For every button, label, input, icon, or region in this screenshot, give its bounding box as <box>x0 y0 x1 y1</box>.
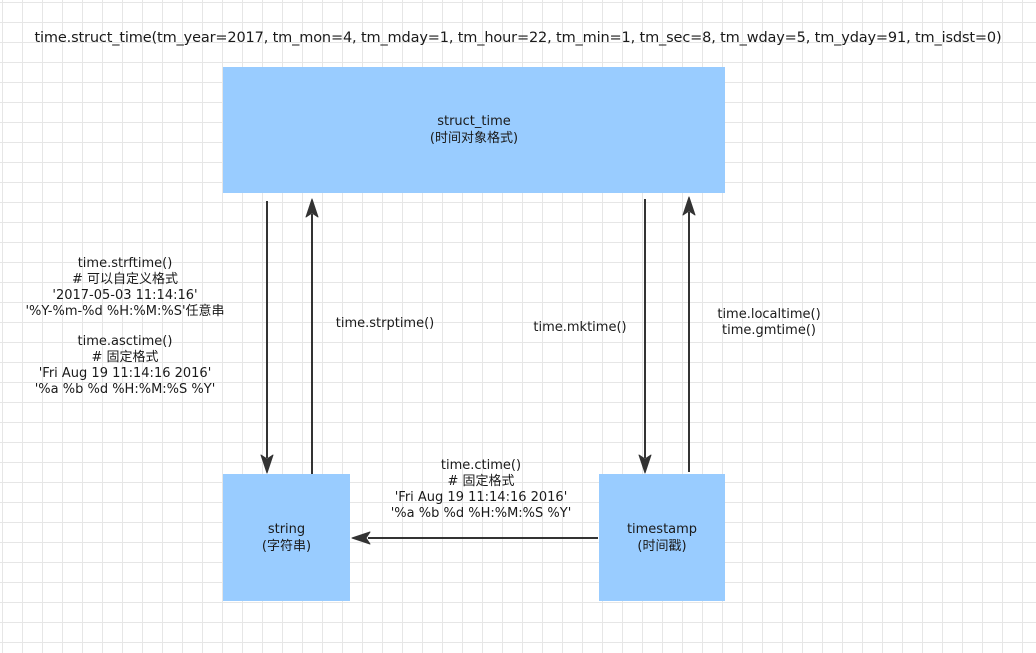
asctime-label-line: '%a %b %d %H:%M:%S %Y' <box>34 382 216 397</box>
mktime-label-text: time.mktime() <box>533 320 627 335</box>
asctime-label-line: time.asctime() <box>77 334 173 349</box>
ctime-label-line: time.ctime() <box>440 458 522 473</box>
strftime-label-line: '2017-05-03 11:14:16' <box>52 288 198 303</box>
struct-time-repr-label: time.struct_time(tm_year=2017, tm_mon=4,… <box>34 30 1002 46</box>
asctime-label-line: # 固定格式 <box>91 350 159 365</box>
timestamp-node[interactable]: timestamp (时间戳) <box>599 474 725 601</box>
ctime-label-line: '%a %b %d %H:%M:%S %Y' <box>390 506 572 521</box>
ctime-label-line: # 固定格式 <box>447 474 515 489</box>
string-node[interactable]: string (字符串) <box>223 474 350 601</box>
string-node-title: string <box>267 521 306 537</box>
localtime-label: time.localtime() time.gmtime() <box>717 307 820 339</box>
strptime-label: time.strptime() <box>336 316 434 332</box>
mktime-arrowhead-icon <box>638 454 652 474</box>
localtime-arrowhead-icon <box>682 196 696 216</box>
strftime-label-line: '%Y-%m-%d %H:%M:%S'任意串 <box>25 304 225 319</box>
asctime-label-line: 'Fri Aug 19 11:14:16 2016' <box>38 366 212 381</box>
struct-time-node-subtitle: (时间对象格式) <box>429 131 519 146</box>
timestamp-node-title: timestamp <box>626 521 698 537</box>
ctime-label: time.ctime() # 固定格式 'Fri Aug 19 11:14:16… <box>391 458 572 522</box>
ctime-arrowhead-icon <box>351 531 371 545</box>
ctime-label-line: 'Fri Aug 19 11:14:16 2016' <box>394 490 568 505</box>
strftime-arrowhead-icon <box>260 454 274 474</box>
localtime-label-line: time.gmtime() <box>722 323 816 338</box>
mktime-label: time.mktime() <box>533 320 626 336</box>
strftime-label-line: # 可以自定义格式 <box>71 272 179 287</box>
strftime-label: time.strftime() # 可以自定义格式 '2017-05-03 11… <box>25 256 224 398</box>
strftime-label-line: time.strftime() <box>77 256 173 271</box>
struct-time-node-title: struct_time <box>437 114 511 129</box>
strptime-label-text: time.strptime() <box>335 316 435 331</box>
string-node-subtitle: (字符串) <box>261 538 312 554</box>
timestamp-node-subtitle: (时间戳) <box>637 538 687 554</box>
strptime-arrowhead-icon <box>305 198 319 218</box>
localtime-label-line: time.localtime() <box>717 307 821 322</box>
struct-time-node[interactable]: struct_time (时间对象格式) <box>223 67 725 193</box>
label-gap <box>25 320 224 334</box>
